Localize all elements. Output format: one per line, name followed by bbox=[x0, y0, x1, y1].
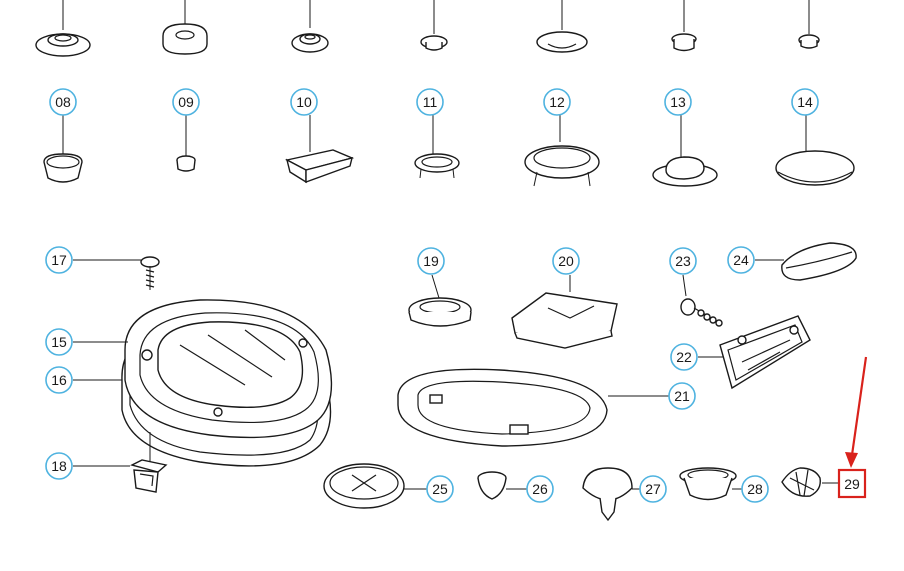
part-13-clip-cap bbox=[652, 156, 718, 187]
part-plug-a bbox=[420, 35, 448, 51]
callout-bubbles: 08 09 10 11 12 13 14 15 16 17 18 19 20 2… bbox=[45, 88, 819, 503]
callout-09[interactable]: 09 bbox=[172, 88, 200, 116]
part-24-cap-curved bbox=[781, 242, 857, 281]
callout-11[interactable]: 11 bbox=[416, 88, 444, 116]
callout-20-label: 20 bbox=[558, 253, 574, 269]
red-arrow bbox=[845, 356, 868, 468]
callout-17-label: 17 bbox=[51, 252, 67, 268]
callout-10-label: 10 bbox=[296, 94, 312, 110]
left-assembly bbox=[73, 256, 333, 493]
callout-12-label: 12 bbox=[549, 94, 565, 110]
part-12-ring-large bbox=[524, 145, 600, 187]
callout-08-label: 08 bbox=[55, 94, 71, 110]
callout-18-label: 18 bbox=[51, 458, 67, 474]
callout-13-label: 13 bbox=[670, 94, 686, 110]
callout-13[interactable]: 13 bbox=[664, 88, 692, 116]
callout-27[interactable]: 27 bbox=[639, 475, 667, 503]
callout-08[interactable]: 08 bbox=[49, 88, 77, 116]
callout-24[interactable]: 24 bbox=[727, 246, 755, 274]
row2-parts bbox=[43, 115, 855, 187]
part-15-cover bbox=[124, 299, 333, 439]
bottom-row-parts bbox=[323, 463, 839, 522]
callout-21[interactable]: 21 bbox=[668, 382, 696, 410]
callout-12[interactable]: 12 bbox=[543, 88, 571, 116]
highlight-box bbox=[837, 468, 867, 499]
callout-16[interactable]: 16 bbox=[45, 366, 73, 394]
part-18-clip-nut bbox=[130, 459, 168, 493]
part-grommet-c bbox=[291, 33, 329, 53]
callout-14-label: 14 bbox=[797, 94, 813, 110]
part-grommet-b bbox=[162, 23, 208, 55]
callout-14[interactable]: 14 bbox=[791, 88, 819, 116]
callout-11-label: 11 bbox=[423, 94, 438, 110]
part-17-screw bbox=[140, 256, 160, 290]
callout-16-label: 16 bbox=[51, 372, 67, 388]
callout-23-label: 23 bbox=[675, 253, 691, 269]
part-plug-c bbox=[798, 34, 820, 49]
middle-parts bbox=[397, 274, 669, 447]
callout-25[interactable]: 25 bbox=[426, 475, 454, 503]
callout-25-label: 25 bbox=[432, 481, 448, 497]
part-27-push-rivet bbox=[582, 467, 633, 522]
part-plug-b bbox=[671, 33, 697, 52]
callout-24-label: 24 bbox=[733, 252, 749, 268]
top-row-parts bbox=[35, 0, 820, 57]
part-11-ring bbox=[414, 153, 460, 179]
callout-26[interactable]: 26 bbox=[526, 475, 554, 503]
callout-15[interactable]: 15 bbox=[45, 328, 73, 356]
part-26-plug-small bbox=[477, 471, 507, 500]
callout-23[interactable]: 23 bbox=[669, 247, 697, 275]
part-cap-dome bbox=[536, 31, 588, 53]
part-25-plug-cross bbox=[323, 463, 405, 509]
right-parts bbox=[680, 242, 857, 390]
part-20-pad bbox=[511, 292, 618, 349]
callout-21-label: 21 bbox=[674, 388, 690, 404]
part-grommet-a bbox=[35, 33, 91, 57]
callout-09-label: 09 bbox=[178, 94, 194, 110]
callout-17[interactable]: 17 bbox=[45, 246, 73, 274]
callout-20[interactable]: 20 bbox=[552, 247, 580, 275]
highlight-29[interactable]: 29 bbox=[837, 468, 867, 499]
callout-10[interactable]: 10 bbox=[290, 88, 318, 116]
part-28-grommet-cup bbox=[679, 467, 737, 501]
callout-28-label: 28 bbox=[747, 481, 763, 497]
part-14-cap-oval bbox=[775, 150, 855, 186]
callout-26-label: 26 bbox=[532, 481, 548, 497]
callout-15-label: 15 bbox=[51, 334, 67, 350]
part-19-grommet-round bbox=[408, 297, 472, 327]
callout-22-label: 22 bbox=[676, 349, 692, 365]
part-09-plug bbox=[176, 155, 196, 172]
part-21-ring-bracket bbox=[397, 368, 608, 447]
callout-28[interactable]: 28 bbox=[741, 475, 769, 503]
part-22-bracket-plate bbox=[719, 315, 811, 390]
callout-19-label: 19 bbox=[423, 253, 439, 269]
part-08-grommet bbox=[43, 153, 83, 183]
callout-18[interactable]: 18 bbox=[45, 452, 73, 480]
callout-22[interactable]: 22 bbox=[670, 343, 698, 371]
part-29-clip bbox=[781, 467, 821, 497]
highlight-29-label: 29 bbox=[844, 476, 860, 492]
part-23-bolt bbox=[680, 298, 723, 327]
part-10-clip bbox=[284, 149, 355, 184]
callout-27-label: 27 bbox=[645, 481, 661, 497]
callout-19[interactable]: 19 bbox=[417, 247, 445, 275]
